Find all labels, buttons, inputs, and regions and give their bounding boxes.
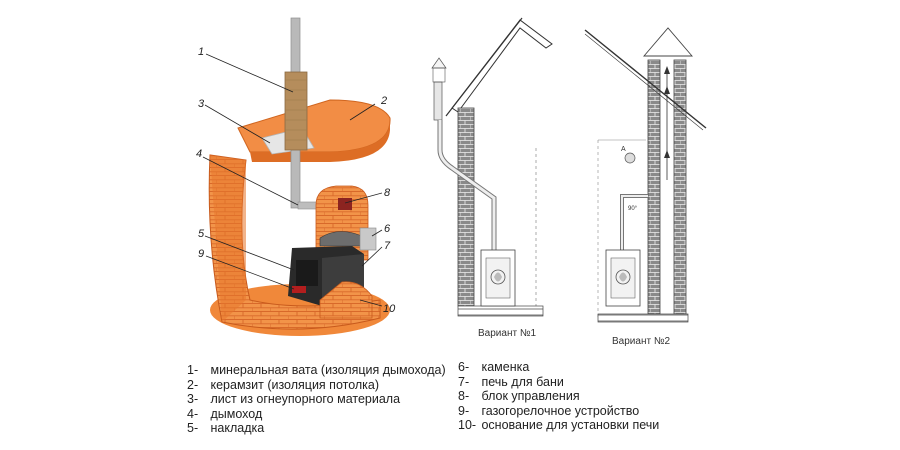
legend-text: лист из огнеупорного материала bbox=[210, 392, 401, 407]
legend-left: 1- минеральная вата (изоляция дымохода) … bbox=[187, 363, 446, 436]
callout-3: 3 bbox=[198, 98, 205, 110]
mineral-wool-insulation bbox=[284, 71, 308, 151]
legend-num: 1- bbox=[187, 363, 199, 377]
legend-text: газогорелочное устройство bbox=[481, 403, 640, 418]
connector-pipe-v2 bbox=[620, 194, 648, 250]
legend-right: 6- каменка 7- печь для бани 8- блок упра… bbox=[458, 360, 659, 433]
legend-num: 4- bbox=[187, 406, 199, 421]
legend-item: 4- дымоход bbox=[187, 407, 446, 422]
legend-text: дымоход bbox=[210, 406, 263, 421]
legend-text: печь для бани bbox=[481, 374, 564, 389]
callout-1: 1 bbox=[198, 46, 204, 58]
legend-num: 9- bbox=[458, 403, 470, 418]
legend-num: 5- bbox=[187, 421, 199, 436]
legend-num: 8- bbox=[458, 389, 470, 404]
chimney-cap bbox=[643, 27, 693, 57]
legend-text: основание для установки печи bbox=[481, 418, 660, 433]
roof-v2 bbox=[584, 29, 707, 129]
floor-v2 bbox=[597, 313, 689, 323]
legend-item: 10- основание для установки печи bbox=[458, 418, 659, 433]
callout-9: 9 bbox=[198, 248, 204, 260]
variant-2-diagram: A 90° bbox=[584, 27, 707, 323]
callout-5: 5 bbox=[198, 228, 205, 240]
callout-8: 8 bbox=[384, 187, 391, 199]
brick-chimney-left bbox=[647, 59, 661, 315]
caption-variant-1: Вариант №1 bbox=[478, 328, 537, 339]
sauna-stove-illustration bbox=[208, 17, 391, 336]
gas-burner bbox=[292, 286, 306, 293]
callout-6: 6 bbox=[384, 223, 391, 235]
brick-chimney-right bbox=[673, 59, 687, 315]
callout-10: 10 bbox=[383, 303, 396, 315]
legend-text: минеральная вата (изоляция дымохода) bbox=[210, 363, 446, 377]
legend-text: блок управления bbox=[481, 389, 580, 404]
brick-wall-v1 bbox=[457, 107, 475, 307]
legend-item: 1- минеральная вата (изоляция дымохода) bbox=[187, 363, 446, 378]
ceiling-slab bbox=[237, 99, 391, 153]
stove-base bbox=[319, 281, 373, 319]
legend-item: 5- накладка bbox=[187, 421, 446, 436]
roof-v1 bbox=[451, 19, 553, 113]
legend-text: каменка bbox=[481, 360, 530, 374]
caption-variant-2: Вариант №2 bbox=[612, 336, 671, 347]
legend-num: 2- bbox=[187, 377, 199, 392]
legend-num: 10- bbox=[458, 418, 477, 433]
callout-2: 2 bbox=[380, 95, 387, 107]
floor-v1 bbox=[457, 305, 544, 317]
variant-1-diagram bbox=[431, 17, 553, 317]
marker-angle: 90° bbox=[628, 206, 638, 212]
callout-4: 4 bbox=[196, 148, 202, 160]
legend-num: 7- bbox=[458, 374, 470, 389]
legend-item: 7- печь для бани bbox=[458, 375, 659, 390]
legend-item: 3- лист из огнеупорного материала bbox=[187, 392, 446, 407]
callout-numbers: 1 2 3 4 8 5 6 9 7 10 bbox=[196, 46, 396, 315]
callout-7: 7 bbox=[384, 240, 391, 252]
leader-lines bbox=[202, 53, 383, 307]
control-unit bbox=[338, 198, 352, 210]
legend-num: 3- bbox=[187, 392, 199, 407]
legend-item: 6- каменка bbox=[458, 360, 659, 375]
marker-a: A bbox=[621, 146, 626, 153]
legend-item: 2- керамзит (изоляция потолка) bbox=[187, 378, 446, 393]
legend-item: 9- газогорелочное устройство bbox=[458, 404, 659, 419]
legend-text: керамзит (изоляция потолка) bbox=[210, 377, 380, 392]
legend-num: 6- bbox=[458, 360, 470, 374]
legend-item: 8- блок управления bbox=[458, 389, 659, 404]
legend-text: накладка bbox=[210, 421, 265, 436]
